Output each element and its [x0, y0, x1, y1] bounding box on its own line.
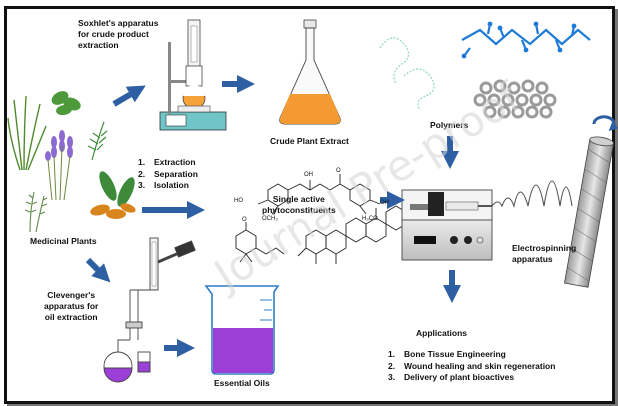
soxhlet-apparatus-illustration: [159, 19, 227, 131]
chem-ho-label: HO: [234, 198, 243, 204]
flow-arrows: [85, 75, 461, 357]
arrow-plants-to-clevenger: [85, 257, 111, 283]
electrospinning-machine-illustration: [401, 189, 493, 261]
extraction-step: 3.Isolation: [138, 180, 189, 190]
essential-oils-label: Essential Oils: [214, 378, 270, 388]
applications-list: 1.Bone Tissue Engineering 2.Wound healin…: [388, 349, 555, 384]
arrow-plants-to-soxhlet: [112, 85, 146, 107]
medicinal-plants-label: Medicinal Plants: [30, 236, 97, 246]
chem-o-label: O: [242, 217, 247, 223]
polymers-label: Polymers: [430, 120, 469, 130]
application-item: 3.Delivery of plant bioactives: [388, 372, 515, 382]
soxhlet-label: Soxhlet's apparatus for crude product ex…: [78, 18, 159, 50]
extraction-step: 1.Extraction: [138, 157, 196, 167]
application-item: 2.Wound healing and skin regeneration: [388, 360, 556, 371]
applications-label: Applications: [416, 328, 468, 338]
chem-oh-label: OH: [304, 172, 313, 178]
chem-o-label: O: [336, 168, 341, 174]
rotation-arrow-icon: [592, 115, 618, 132]
clevenger-label: Clevenger's apparatus for oil extraction: [44, 290, 99, 322]
extraction-step: 2.Separation: [138, 168, 198, 179]
crude-extract-flask-illustration: [279, 19, 341, 125]
extraction-steps-list: 1.Extraction 2.Separation 3.Isolation: [138, 157, 198, 192]
polymer-chains-illustration: [379, 21, 591, 119]
application-item: 1.Bone Tissue Engineering: [388, 349, 506, 359]
chem-h3co-label: H₃CO: [362, 216, 378, 222]
chem-oh-label: OH: [380, 200, 389, 206]
fiber-jet-wave: [491, 180, 573, 208]
essential-oil-beaker-illustration: [204, 285, 280, 375]
clevenger-apparatus-illustration: [103, 237, 196, 383]
crude-extract-label: Crude Plant Extract: [270, 136, 349, 146]
medicinal-plants-illustration: [7, 91, 136, 233]
electrospinning-label: Electrospinning apparatus: [512, 243, 577, 264]
collector-drum-illustration: [563, 136, 614, 288]
chem-och3-label: OCH₃: [262, 216, 278, 222]
single-active-label: Single active phytoconstituents: [262, 194, 336, 215]
